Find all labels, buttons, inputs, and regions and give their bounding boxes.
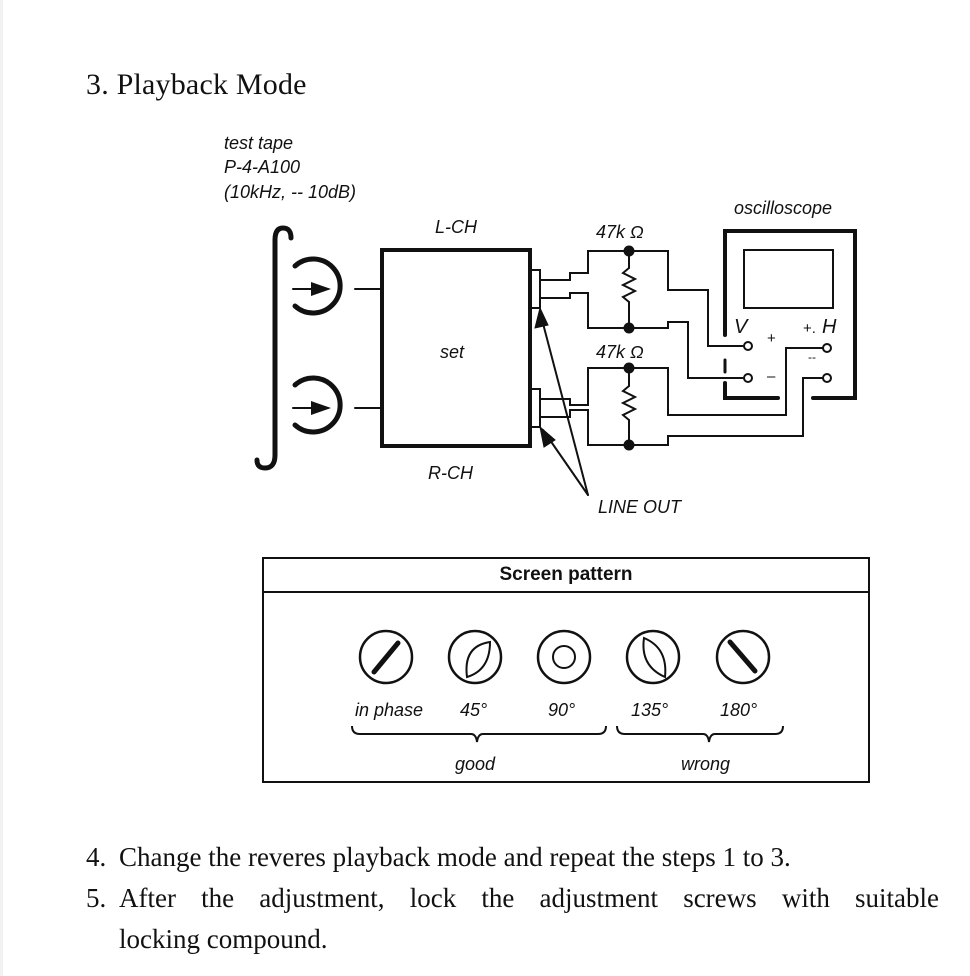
pattern-label-in-phase: in phase: [355, 700, 424, 720]
h-plus-label: +.: [803, 320, 816, 337]
section-heading: 3. Playback Mode: [86, 68, 307, 101]
pattern-label-45: 45°: [460, 700, 488, 720]
vertical-input-label: V: [734, 316, 748, 338]
screen-pattern-title: Screen pattern: [264, 559, 868, 593]
step-text-continuation: locking compound.: [119, 924, 328, 954]
tape-label-line-2: P-4-A100: [224, 157, 301, 177]
tape-label-line-1: test tape: [224, 133, 294, 153]
playback-wiring-diagram: [254, 225, 857, 496]
line-out-label: LINE OUT: [598, 497, 682, 517]
set-box: [380, 248, 532, 448]
group-label-good: good: [455, 754, 496, 774]
r-ch-label: R-CH: [428, 463, 473, 483]
pattern-label-90: 90°: [548, 700, 576, 720]
resistor-bottom: [620, 362, 638, 451]
head-left-ch: [292, 256, 343, 316]
pattern-180-icon: [715, 629, 771, 685]
screen-pattern-table: Screen pattern: [262, 557, 870, 783]
pattern-label-180: 180°: [720, 700, 758, 720]
step-text: After the adjustment, lock the adjustmen…: [119, 883, 939, 913]
tape-path: [254, 225, 294, 471]
oscilloscope-label: oscilloscope: [734, 198, 833, 218]
tape-label-line-3: (10kHz, -- 10dB): [224, 182, 357, 202]
pattern-label-135: 135°: [631, 700, 669, 720]
v-plus-label: +: [767, 330, 776, 347]
pattern-90-icon: [536, 629, 592, 685]
oscilloscope-body: [723, 229, 857, 400]
step-number: 5.: [86, 883, 107, 913]
good-brace: [351, 725, 607, 743]
step-list: 4. Change the reveres playback mode and …: [86, 842, 946, 962]
v-minus-label: –: [767, 368, 776, 385]
pattern-135-icon: [625, 629, 681, 685]
h-minus-label: --: [808, 350, 816, 364]
pattern-in-phase-icon: [358, 629, 414, 685]
resistor-bottom-label: 47k Ω: [596, 342, 644, 362]
l-ch-label: L-CH: [435, 217, 478, 237]
head-right-ch: [292, 375, 343, 435]
set-label: set: [440, 342, 465, 362]
pattern-45-icon: [447, 629, 503, 685]
resistor-top-label: 47k Ω: [596, 222, 644, 242]
step-number: 4.: [86, 842, 107, 872]
resistor-top: [620, 245, 638, 334]
oscilloscope-screen: [743, 249, 834, 309]
group-label-wrong: wrong: [681, 754, 731, 774]
wrong-brace: [616, 725, 784, 743]
step-text: Change the reveres playback mode and rep…: [119, 842, 791, 872]
horizontal-input-label: H: [822, 316, 837, 338]
document-page: 3. Playback Mode test tape P-4-A100 (10k…: [3, 0, 970, 976]
screen-pattern-figures: [351, 629, 784, 743]
